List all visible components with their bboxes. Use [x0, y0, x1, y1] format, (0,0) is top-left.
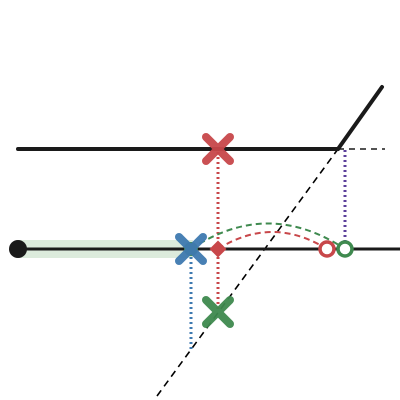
- blue-cross-icon: [175, 233, 207, 265]
- green-cross-icon: [202, 296, 234, 328]
- diagonal-dashed-line: [156, 148, 339, 397]
- upward-bend-line: [336, 85, 384, 151]
- red-point-diamond: [209, 240, 227, 258]
- green-open-circle-icon: [336, 240, 354, 258]
- red-cross-icon: [202, 133, 234, 165]
- red-dashed-arc: [217, 231, 328, 250]
- green-dashed-arc: [190, 222, 346, 250]
- red-open-circle-icon: [318, 240, 336, 258]
- start-dot-icon: [9, 240, 27, 258]
